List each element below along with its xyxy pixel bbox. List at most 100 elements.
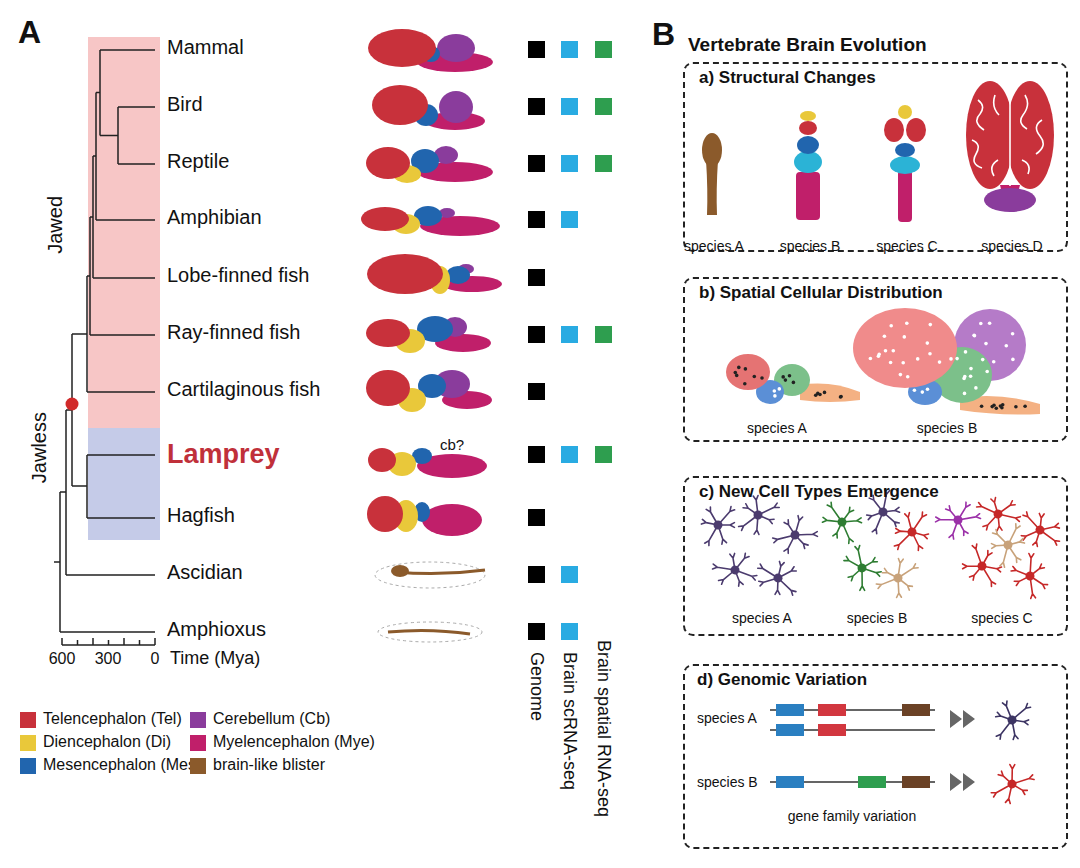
data-square bbox=[561, 446, 578, 463]
gene-locus bbox=[770, 710, 935, 782]
neuron bbox=[769, 510, 820, 561]
structure-species-c bbox=[906, 118, 926, 142]
cell-dot bbox=[1014, 405, 1018, 409]
box-heading: d) Genomic Variation bbox=[697, 670, 867, 690]
data-type: Brain spatial RNA-seq bbox=[593, 640, 614, 817]
neuron bbox=[1024, 570, 1037, 583]
cell-dot bbox=[889, 361, 893, 365]
arrow-chevron bbox=[950, 710, 975, 728]
species-label: species A bbox=[684, 238, 744, 254]
cell-dot bbox=[981, 358, 985, 362]
legend-text: brain-like blister bbox=[213, 756, 325, 774]
data-square bbox=[561, 98, 578, 115]
data-square bbox=[561, 326, 578, 343]
neuron bbox=[816, 498, 865, 545]
gene-block bbox=[858, 776, 886, 788]
taxon-name: Ray-finned fish bbox=[167, 321, 300, 344]
data-square bbox=[528, 566, 545, 583]
cell-dot bbox=[938, 360, 942, 364]
cell-dot bbox=[929, 323, 933, 327]
cell-dot bbox=[1011, 358, 1015, 362]
data-square bbox=[528, 41, 612, 640]
cell-dot bbox=[753, 375, 757, 379]
data-square bbox=[561, 41, 578, 58]
neuron bbox=[958, 543, 1008, 591]
neuron bbox=[894, 510, 930, 551]
box-heading: a) Structural Changes bbox=[699, 68, 876, 88]
legend-swatch bbox=[190, 735, 206, 751]
axis-tick: 600 bbox=[49, 650, 76, 668]
legend-swatch bbox=[20, 712, 36, 728]
cell-dot bbox=[973, 334, 977, 338]
cell-dot bbox=[992, 360, 996, 364]
cell-dot bbox=[1011, 332, 1015, 336]
gene-block bbox=[818, 704, 846, 716]
species-label: species C bbox=[971, 610, 1032, 626]
data-square bbox=[595, 155, 612, 172]
box-heading: c) New Cell Types Emergence bbox=[699, 482, 939, 502]
cell-dot bbox=[906, 375, 910, 379]
brain-region bbox=[439, 91, 473, 123]
neuron bbox=[769, 510, 820, 561]
structure-species-c bbox=[898, 105, 912, 119]
cell-dot bbox=[928, 352, 932, 356]
phylogenetic-tree bbox=[54, 50, 155, 632]
neuron bbox=[952, 514, 965, 527]
brain-drawing bbox=[361, 29, 502, 642]
neuron bbox=[1006, 551, 1056, 602]
legend-text: Cerebellum (Cb) bbox=[213, 710, 330, 728]
cell-dot bbox=[883, 335, 887, 339]
brain-region bbox=[368, 448, 396, 472]
data-square bbox=[528, 211, 545, 228]
neuron bbox=[757, 561, 797, 596]
cell-dot bbox=[823, 391, 827, 395]
gene-block bbox=[902, 704, 930, 716]
structure-species-c bbox=[884, 105, 926, 222]
region-note: cb? bbox=[440, 436, 464, 453]
structure-species-a bbox=[702, 133, 722, 215]
cell-dot bbox=[760, 376, 764, 380]
cell-dot bbox=[839, 395, 843, 399]
taxon-name: Ascidian bbox=[167, 561, 243, 584]
cell-dot bbox=[999, 404, 1003, 408]
neuron bbox=[987, 523, 1029, 569]
phylogenetic-tree bbox=[54, 50, 155, 632]
legend-text: Myelencephalon (Mye) bbox=[213, 733, 375, 751]
cell-dot bbox=[784, 378, 788, 382]
cell-dot bbox=[921, 390, 925, 394]
panel-box: c) New Cell Types Emergencespecies Aspec… bbox=[683, 476, 1068, 636]
neuron bbox=[1020, 512, 1062, 549]
neuron bbox=[976, 560, 988, 572]
axis-tick: 300 bbox=[95, 650, 122, 668]
cell-dot bbox=[979, 322, 983, 326]
neuron bbox=[933, 494, 984, 545]
data-square bbox=[528, 98, 545, 115]
legend-text: Telencephalon (Tel) bbox=[43, 710, 182, 728]
cell-dot bbox=[816, 392, 820, 396]
data-square bbox=[595, 98, 612, 115]
neuron bbox=[701, 487, 1062, 810]
blister-shape bbox=[391, 565, 409, 577]
cell-dot bbox=[969, 374, 973, 378]
data-square bbox=[595, 41, 612, 58]
time-axis bbox=[62, 638, 155, 645]
brain-region bbox=[367, 496, 403, 532]
data-square bbox=[595, 326, 612, 343]
neuron bbox=[856, 562, 869, 575]
clade-band bbox=[88, 37, 160, 540]
legend-swatch bbox=[20, 758, 36, 774]
structure-species-a bbox=[706, 160, 718, 215]
neuron bbox=[993, 699, 1031, 742]
species-label: species A bbox=[697, 710, 757, 726]
gene-block bbox=[776, 704, 804, 716]
data-square bbox=[528, 269, 545, 286]
cell-dot bbox=[964, 350, 968, 354]
gene-locus bbox=[770, 710, 935, 782]
arrow-chevron bbox=[950, 773, 975, 791]
species-label: species A bbox=[747, 420, 807, 436]
cell-dot bbox=[778, 387, 782, 391]
cell-dot bbox=[735, 374, 739, 378]
taxon-name: Mammal bbox=[167, 36, 244, 59]
cell-dot bbox=[974, 386, 978, 390]
taxon-name: Lamprey bbox=[167, 439, 280, 470]
